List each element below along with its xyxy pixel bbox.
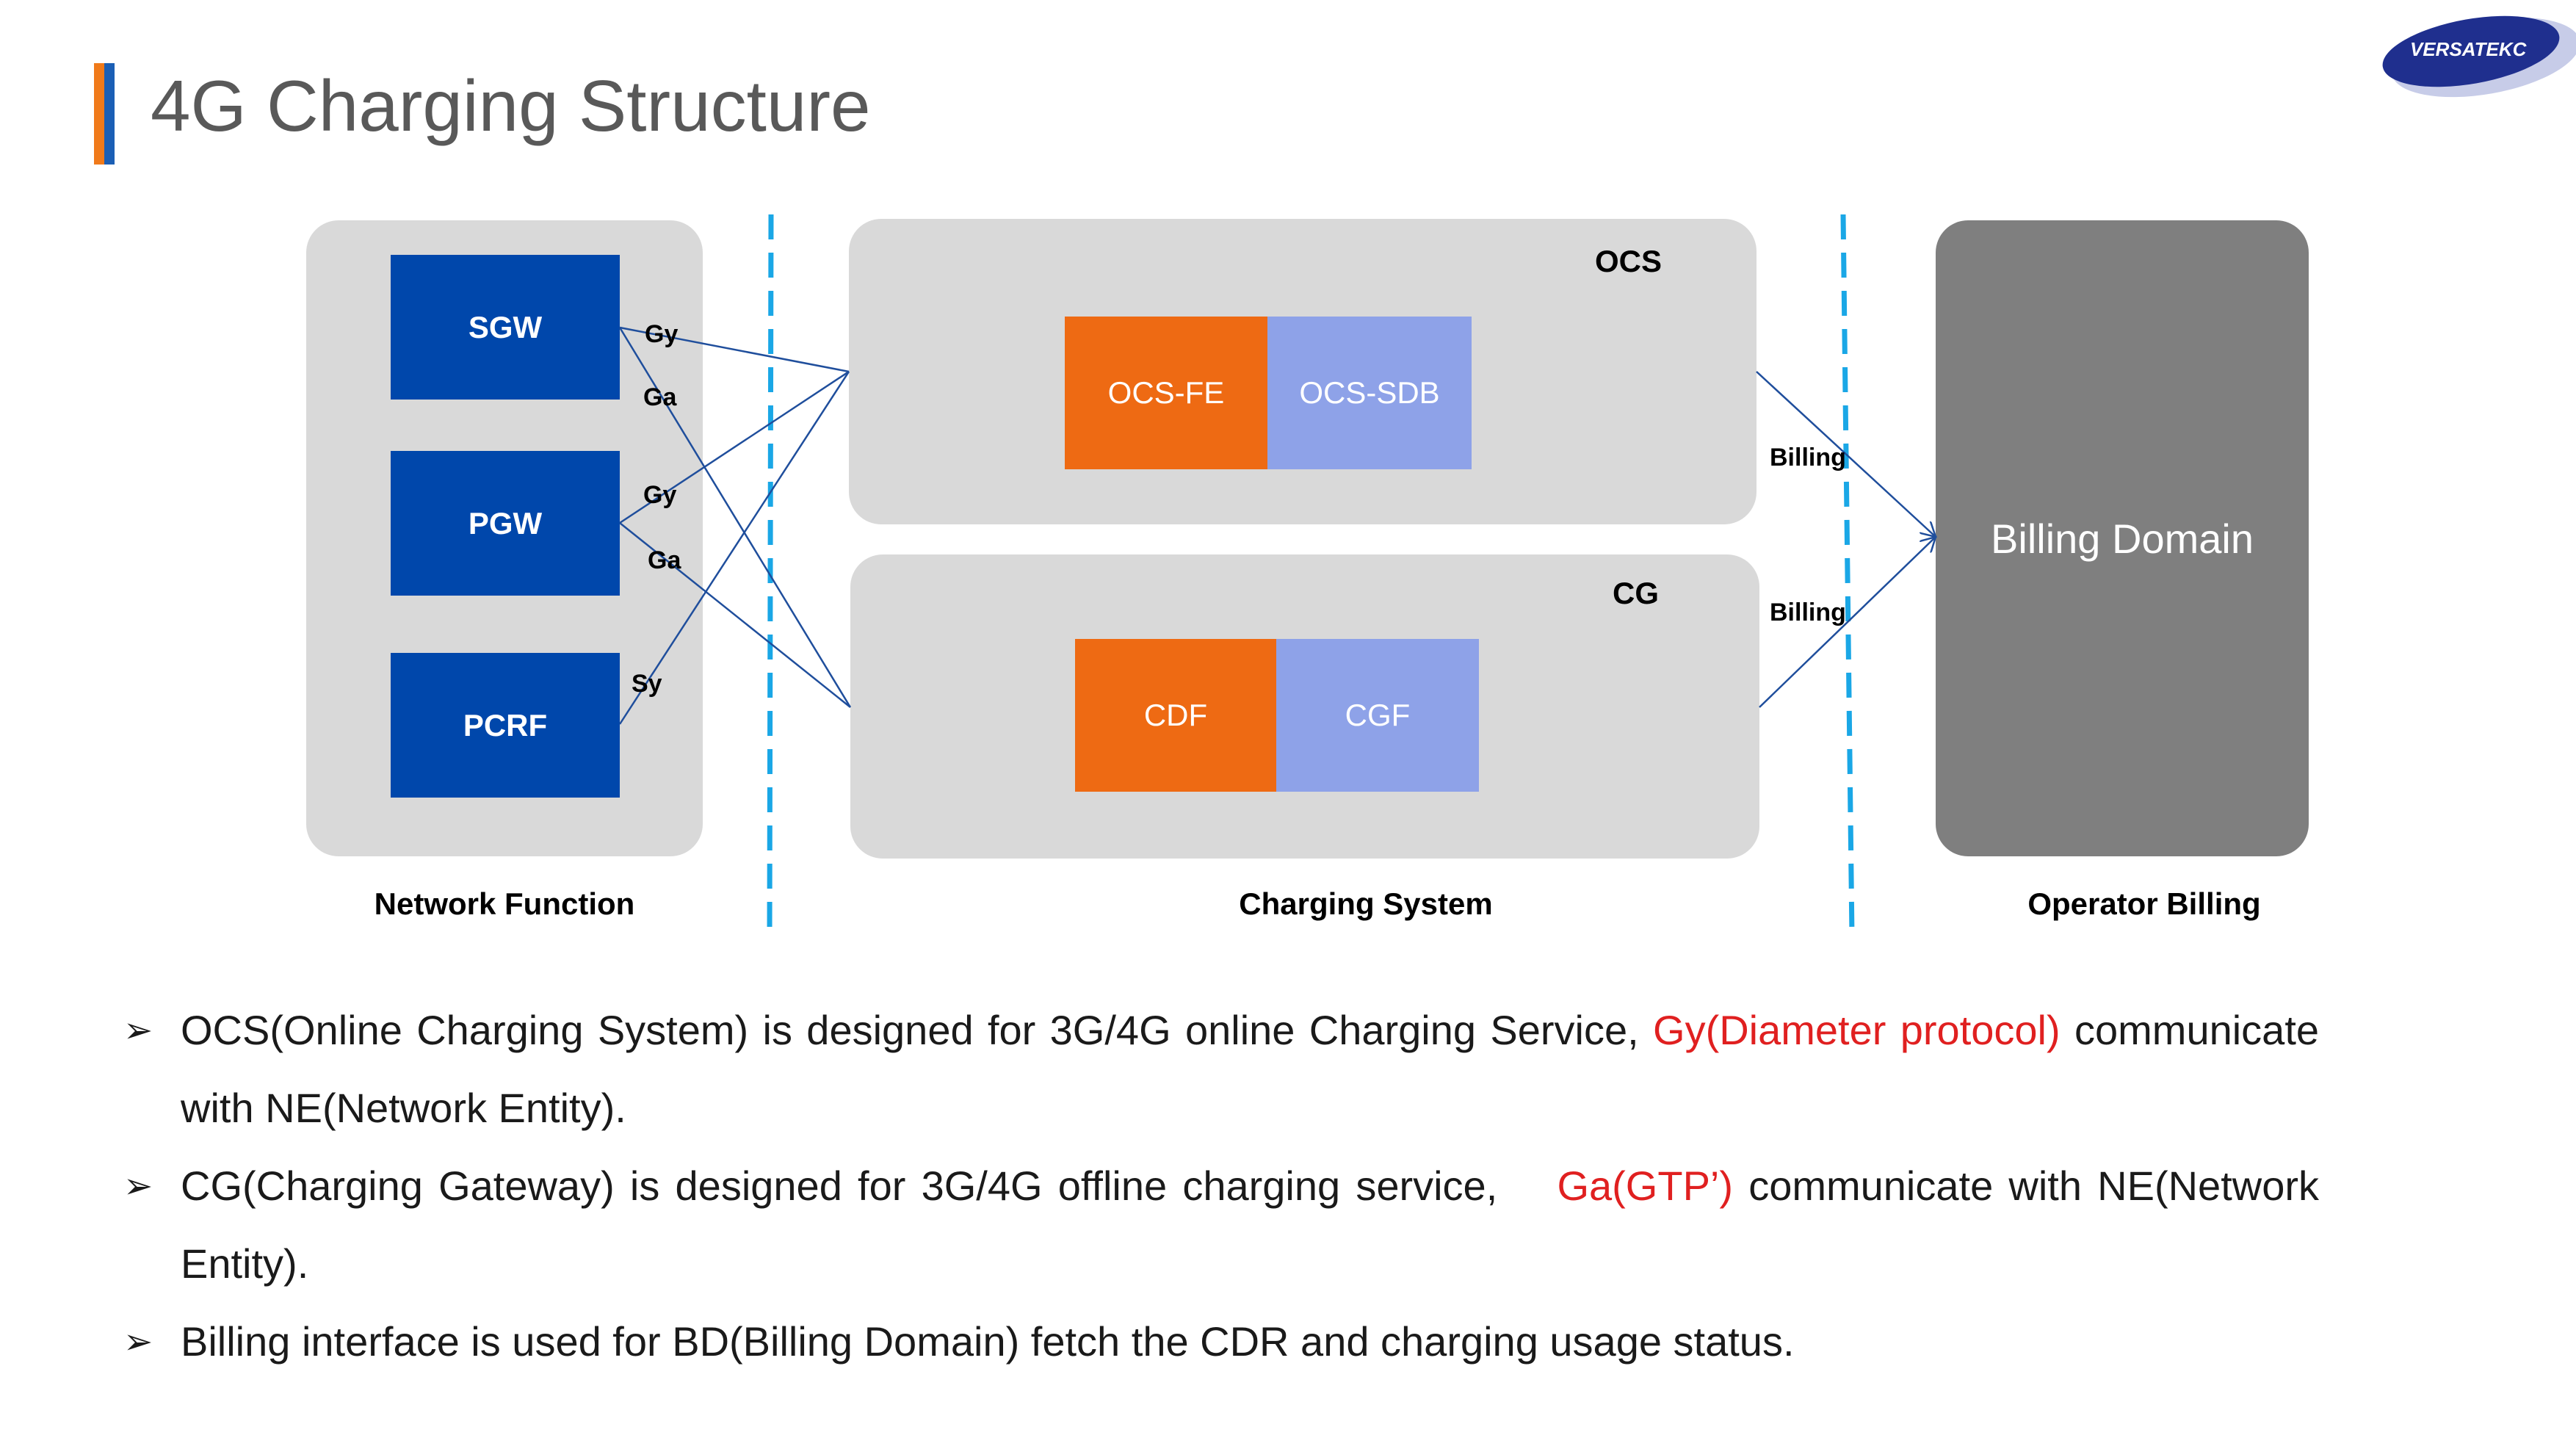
charging-system-caption: Charging System — [1239, 886, 1493, 921]
cdf-cell: CDF — [1075, 639, 1276, 792]
bullet-tail: communicate with NE(Network Entity). — [181, 1163, 2319, 1287]
bullet-marker: ➢ — [123, 1010, 153, 1051]
ocs-label: OCS — [1595, 244, 1663, 278]
bullet-item-cg: ➢ CG(Charging Gateway) is designed for 3… — [123, 1147, 2319, 1303]
pgw-gy-label: Gy — [643, 481, 677, 509]
bullet-highlight: Ga(GTP’) — [1557, 1163, 1734, 1209]
title-accent-blue — [104, 63, 115, 165]
pgw-box: PGW — [391, 451, 620, 596]
divider-left — [767, 214, 774, 937]
cg-label: CG — [1613, 576, 1659, 610]
ocs-fe-cell: OCS-FE — [1065, 317, 1267, 469]
bullet-list: ➢ OCS(Online Charging System) is designe… — [123, 991, 2319, 1381]
bullet-item-billing: ➢ Billing interface is used for BD(Billi… — [123, 1303, 2319, 1381]
bullet-text: OCS(Online Charging System) is designed … — [181, 1007, 1639, 1053]
bullet-text: Billing interface is used for BD(Billing… — [181, 1318, 1795, 1365]
bullet-highlight: Gy(Diameter protocol) — [1653, 1007, 2061, 1053]
ocs-sdb-cell: OCS-SDB — [1267, 317, 1472, 469]
ocs-billing-label: Billing — [1770, 444, 1846, 471]
pgw-ga-label: Ga — [648, 546, 681, 574]
pcrf-sy-label: Sy — [632, 670, 662, 698]
logo-text: VERSATEKC — [2410, 38, 2528, 60]
sgw-ga-label: Ga — [643, 383, 677, 411]
sgw-box: SGW — [391, 255, 620, 400]
title-accent-orange — [94, 63, 104, 165]
billing-domain-box: Billing Domain — [1936, 220, 2309, 856]
page-title: 4G Charging Structure — [151, 65, 871, 146]
bullet-marker: ➢ — [123, 1321, 153, 1362]
operator-billing-caption: Operator Billing — [2027, 886, 2261, 921]
bullet-item-ocs: ➢ OCS(Online Charging System) is designe… — [123, 991, 2319, 1147]
bullet-tail: communicate with NE(Network Entity). — [181, 1007, 2320, 1131]
pcrf-box: PCRF — [391, 653, 620, 798]
bullet-marker: ➢ — [123, 1166, 153, 1207]
divider-right — [1840, 214, 1855, 937]
bullet-text: CG(Charging Gateway) is designed for 3G/… — [181, 1163, 1498, 1209]
sgw-gy-label: Gy — [645, 320, 679, 348]
network-function-caption: Network Function — [374, 886, 635, 921]
cg-billing-label: Billing — [1770, 599, 1846, 626]
cgf-cell: CGF — [1276, 639, 1479, 792]
